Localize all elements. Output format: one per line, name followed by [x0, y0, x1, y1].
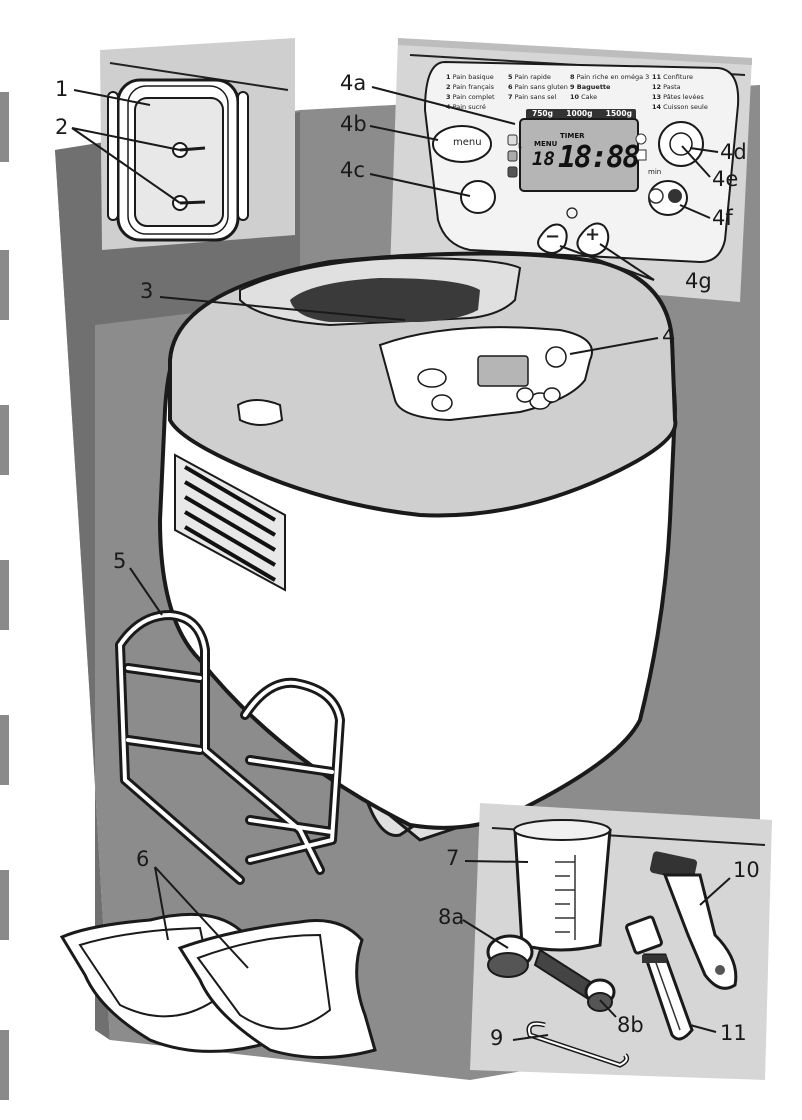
callout-11: 11 [720, 1021, 747, 1045]
weight-1500: 1500g [605, 109, 632, 118]
program-name: Pain riche en oméga 3 [576, 73, 650, 81]
weight-bar: 750g 1000g 1500g [532, 109, 632, 121]
program-name: Baguette [576, 83, 611, 91]
program-num: 5 [508, 73, 513, 81]
callout-4g: 4g [685, 269, 712, 293]
lcd-timer-label: TIMER [560, 132, 585, 140]
minus-button[interactable]: − [545, 226, 561, 247]
program-num: 13 [652, 93, 662, 101]
callout-4d: 4d [720, 140, 747, 164]
program-name: Pain sans gluten [514, 83, 568, 91]
crust-button[interactable] [461, 181, 495, 213]
lcd-program-number: 18 [532, 148, 555, 170]
crust-level-letter: L [518, 142, 522, 150]
min-label: min [648, 168, 662, 176]
callout-8a: 8a [438, 905, 465, 929]
program-list: 1 Pain basique 2 Pain français 3 Pain co… [446, 72, 726, 120]
program-item: 4 Pain sucré [446, 102, 486, 112]
program-item: 3 Pain complet [446, 92, 495, 102]
program-item: 6 Pain sans gluten [508, 82, 568, 92]
program-item: 1 Pain basique [446, 72, 494, 82]
callout-10: 10 [733, 858, 760, 882]
program-num: 1 [446, 73, 451, 81]
control-panel-inset [390, 38, 752, 302]
program-num: 10 [570, 93, 580, 101]
program-name: Cuisson seule [663, 103, 708, 111]
accessories-inset [470, 803, 772, 1080]
callout-5: 5 [113, 549, 127, 573]
program-name: Cake [581, 93, 598, 101]
program-item: 11 Confiture [652, 72, 693, 82]
program-item: 14 Cuisson seule [652, 102, 708, 112]
program-item: 5 Pain rapide [508, 72, 551, 82]
program-num: 14 [652, 103, 662, 111]
edge-tab [0, 405, 9, 475]
start-stop-button[interactable] [659, 122, 703, 166]
program-num: 12 [652, 83, 662, 91]
edge-tab [0, 92, 9, 162]
edge-tab [0, 715, 9, 785]
program-item: 13 Pâtes levées [652, 92, 704, 102]
lcd-display: TIMER MENU 18 18:88 [524, 124, 640, 188]
program-name: Pain complet [452, 93, 495, 101]
edge-tab [0, 560, 9, 630]
callout-9: 9 [490, 1026, 504, 1050]
edge-tab [0, 870, 9, 940]
program-num: 6 [508, 83, 513, 91]
callout-4a: 4a [340, 71, 367, 95]
program-item: 2 Pain français [446, 82, 494, 92]
program-item: 9 Baguette [570, 82, 610, 92]
program-name: Confiture [663, 73, 694, 81]
weight-1000: 1000g [566, 109, 593, 118]
program-name: Pâtes levées [663, 93, 704, 101]
program-name: Pain sans sel [514, 93, 557, 101]
callout-4e: 4e [712, 167, 739, 191]
program-num: 11 [652, 73, 662, 81]
program-name: Pain basique [452, 73, 494, 81]
program-item: 7 Pain sans sel [508, 92, 556, 102]
edge-tab [0, 1030, 9, 1100]
program-item: 10 Cake [570, 92, 597, 102]
callout-6: 6 [136, 847, 150, 871]
callout-7: 7 [446, 846, 460, 870]
weight-750: 750g [532, 109, 554, 118]
lcd-menu-label: MENU [534, 140, 558, 148]
program-name: Pain rapide [514, 73, 551, 81]
program-num: 8 [570, 73, 575, 81]
callout-8b: 8b [617, 1013, 644, 1037]
program-num: 7 [508, 93, 513, 101]
lcd-time: 18:88 [558, 140, 640, 175]
callout-2: 2 [55, 115, 69, 139]
plus-button[interactable]: + [585, 224, 601, 245]
callout-4c: 4c [340, 158, 365, 182]
program-num: 4 [446, 103, 451, 111]
program-name: Pasta [663, 83, 681, 91]
callout-4f: 4f [712, 206, 733, 230]
callout-4: 4 [662, 324, 676, 348]
bread-machine [157, 251, 678, 842]
pan-holder-item-fill [118, 613, 342, 882]
program-num: 2 [446, 83, 451, 91]
leader-lines [71, 86, 731, 1041]
callout-4b: 4b [340, 112, 367, 136]
program-item: 12 Pasta [652, 82, 681, 92]
program-num: 3 [446, 93, 451, 101]
program-name: Pain français [452, 83, 495, 91]
menu-button[interactable]: menu [453, 137, 482, 148]
callout-1: 1 [55, 77, 69, 101]
program-num: 9 [570, 83, 575, 91]
program-item: 8 Pain riche en oméga 3 [570, 72, 649, 82]
program-name: Pain sucré [452, 103, 486, 111]
baguette-trays-item [59, 912, 377, 1059]
bread-pan-inset [100, 38, 295, 250]
callout-3: 3 [140, 279, 154, 303]
keep-warm-button[interactable] [649, 181, 687, 215]
edge-tab [0, 250, 9, 320]
